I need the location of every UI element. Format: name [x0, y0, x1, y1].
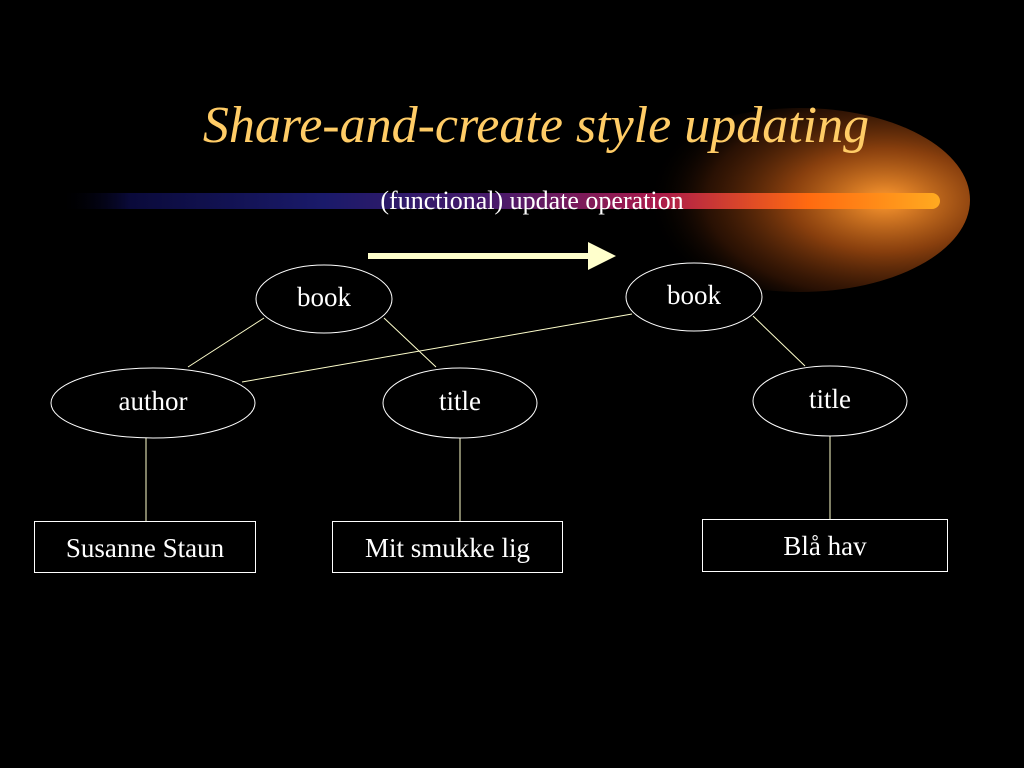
node-author-shape [50, 367, 256, 439]
leaf-title-new-value: Blå hav [702, 519, 948, 572]
node-book-old-label: book [297, 282, 351, 312]
node-title-new-shape [752, 365, 908, 437]
node-book-new-shape [625, 262, 763, 332]
edge-book-new-title-new [752, 315, 806, 367]
leaf-author-value: Susanne Staun [34, 521, 256, 573]
edge-book-old-author [187, 317, 265, 368]
node-book-new-label: book [667, 280, 721, 310]
edge-book-new-author [241, 313, 633, 383]
node-title-old-label: title [439, 386, 481, 416]
decorative-band [60, 193, 940, 209]
operation-label: (functional) update operation [380, 186, 684, 215]
edge-book-old-title-old [383, 317, 437, 368]
node-title-new-label: title [809, 384, 851, 414]
node-book-old-shape [255, 264, 393, 334]
slide-title: Share-and-create style updating [202, 97, 870, 154]
node-author-label: author [118, 386, 188, 416]
update-arrow [368, 242, 616, 270]
leaf-title-old-value: Mit smukke lig [332, 521, 563, 573]
node-title-old-shape [382, 367, 538, 439]
